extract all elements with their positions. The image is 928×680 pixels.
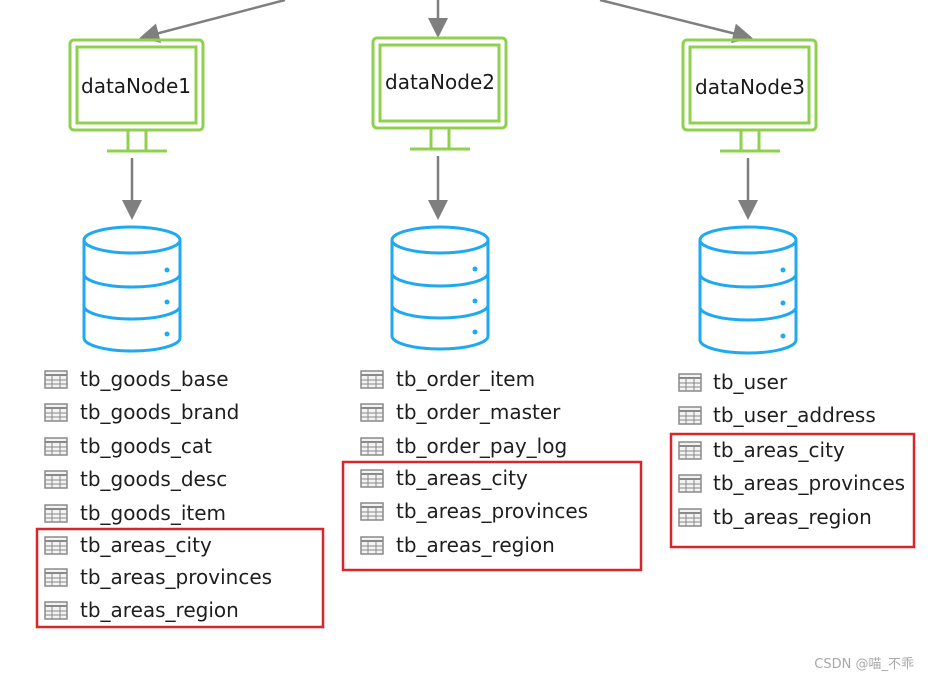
incoming-arrow-1: [139, 0, 286, 43]
table-list: tb_order_item tb_order_master tb_order_p…: [360, 367, 588, 557]
table-item: tb_goods_base: [44, 367, 229, 391]
table-item: tb_areas_region: [678, 505, 872, 529]
highlight-box: [341, 460, 643, 572]
table-item: tb_user: [678, 370, 788, 394]
table-name: tb_user: [713, 370, 788, 394]
table-name: tb_areas_city: [713, 438, 845, 462]
table-item: tb_goods_desc: [44, 467, 227, 491]
watermark: CSDN @喵_不乖: [814, 657, 914, 672]
highlight-box: [669, 432, 916, 549]
table-item: tb_goods_item: [44, 501, 226, 525]
table-item: tb_areas_city: [678, 438, 845, 462]
table-name: tb_areas_provinces: [396, 499, 588, 523]
table-item: tb_order_item: [360, 367, 535, 391]
table-name: tb_areas_region: [80, 598, 239, 622]
table-name: tb_goods_brand: [80, 400, 239, 424]
table-name: tb_goods_item: [80, 501, 226, 525]
table-item: tb_areas_provinces: [44, 565, 272, 589]
table-name: tb_areas_city: [80, 533, 212, 557]
table-item: tb_order_master: [360, 400, 561, 424]
data-node-3: dataNode3 tb_user: [669, 38, 916, 549]
table-item: tb_areas_provinces: [678, 471, 905, 495]
database-icon: [390, 225, 490, 351]
database-icon: [82, 225, 182, 353]
database-icon: [698, 225, 798, 355]
table-name: tb_goods_cat: [80, 434, 212, 458]
table-name: tb_areas_region: [396, 533, 555, 557]
table-name: tb_user_address: [713, 403, 876, 427]
table-name: tb_areas_provinces: [713, 471, 905, 495]
table-item: tb_order_pay_log: [360, 434, 567, 458]
monitor-icon: [371, 36, 508, 151]
table-name: tb_goods_desc: [80, 467, 227, 491]
data-node-2: dataNode2 tb_order_item: [341, 36, 643, 572]
monitor-icon: [68, 38, 205, 153]
highlight-box: [35, 527, 325, 629]
table-item: tb_areas_city: [360, 466, 528, 490]
node-label: dataNode1: [81, 74, 191, 98]
table-list: tb_user tb_user_address tb_areas_city: [678, 370, 905, 529]
table-name: tb_order_item: [396, 367, 535, 391]
table-name: tb_areas_provinces: [80, 565, 272, 589]
table-item: tb_areas_region: [360, 533, 555, 557]
table-item: tb_user_address: [678, 403, 876, 427]
monitor-icon: [681, 38, 818, 153]
table-item: tb_goods_cat: [44, 434, 212, 458]
table-name: tb_order_pay_log: [396, 434, 567, 458]
table-item: tb_areas_city: [44, 533, 212, 557]
table-item: tb_areas_provinces: [360, 499, 588, 523]
table-name: tb_order_master: [396, 400, 561, 424]
incoming-arrow-3: [599, 0, 753, 44]
table-name: tb_areas_city: [396, 466, 528, 490]
table-name: tb_areas_region: [713, 505, 872, 529]
node-label: dataNode2: [385, 70, 495, 94]
table-name: tb_goods_base: [80, 367, 229, 391]
node-label: dataNode3: [695, 75, 805, 99]
table-list: tb_goods_base tb_goods_brand tb_goods_ca…: [44, 367, 272, 622]
data-node-1: dataNode1 tb_goods_base: [35, 38, 325, 629]
table-item: tb_goods_brand: [44, 400, 239, 424]
table-item: tb_areas_region: [44, 598, 239, 622]
